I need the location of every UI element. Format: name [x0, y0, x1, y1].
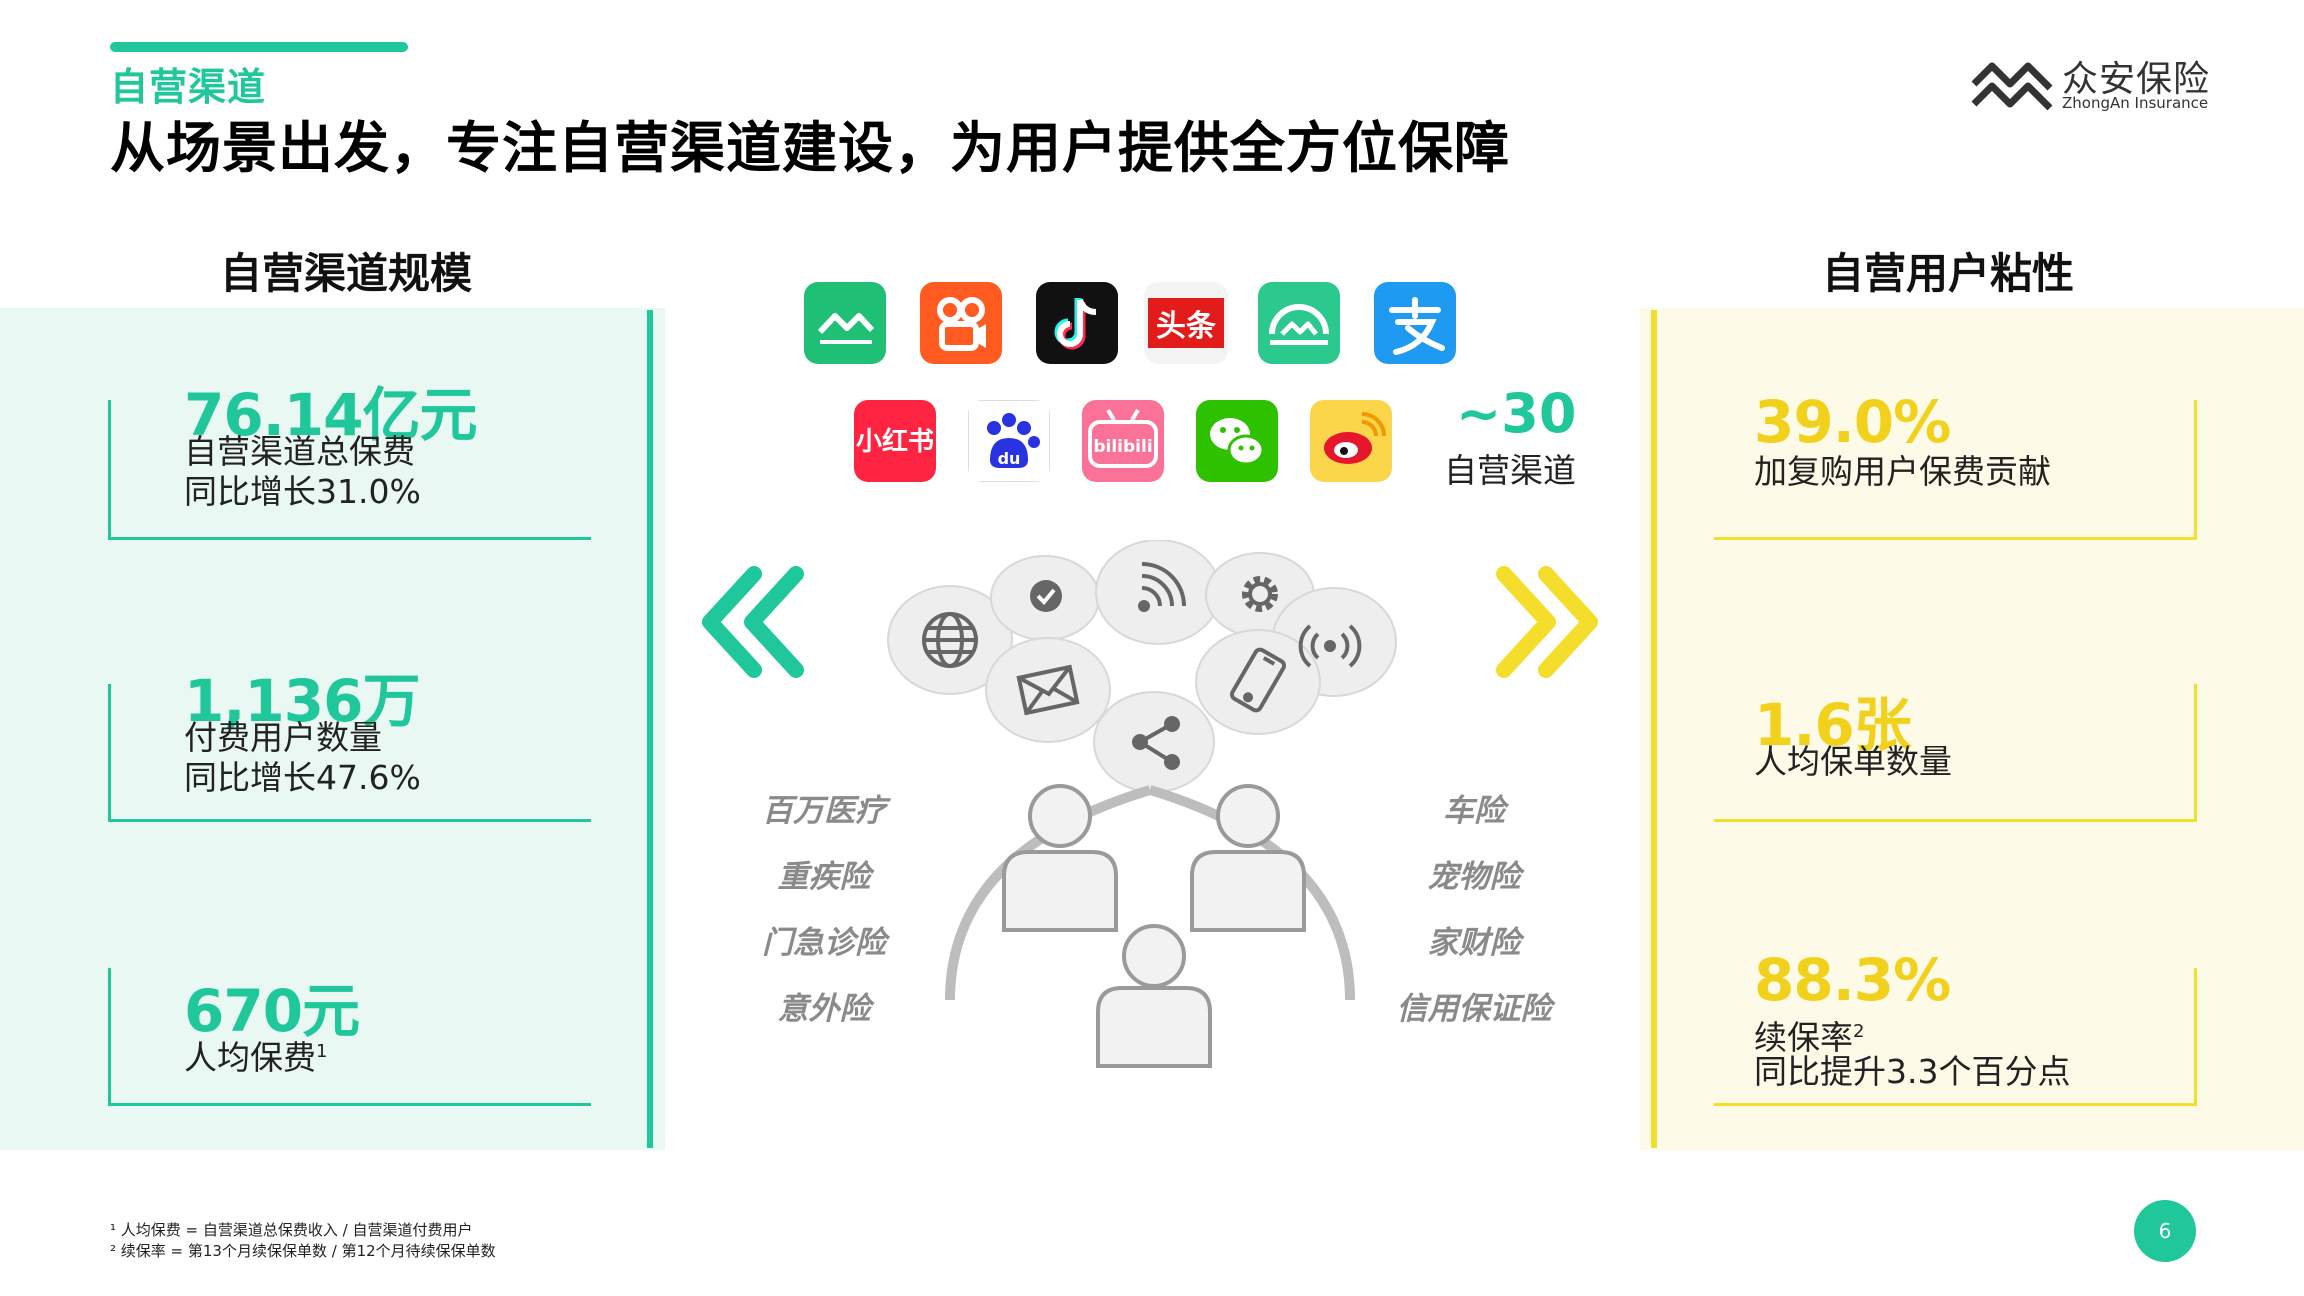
chevron-right-icon: [1496, 566, 1598, 678]
stat-renewal-rate: 88.3% 续保率2 同比提升3.3个百分点: [1714, 946, 2197, 1106]
footnotes: ¹ 人均保费 = 自营渠道总保费收入 / 自营渠道付费用户 ² 续保率 = 第1…: [110, 1220, 496, 1262]
right-column-heading: 自营用户粘性: [1822, 249, 2075, 298]
page-title: 从场景出发，专注自营渠道建设，为用户提供全方位保障: [110, 116, 1511, 180]
check-circle-icon: [1030, 580, 1062, 612]
stat-label: 人均保单数量: [1754, 742, 1952, 781]
stat-total-premium: 76.14亿元 自营渠道总保费 同比增长31.0%: [108, 381, 591, 540]
mail-icon: [1016, 664, 1080, 716]
toutiao-icon: 头条: [1144, 282, 1228, 364]
footnote-2: ² 续保率 = 第13个月续保保单数 / 第12个月待续保保单数: [110, 1242, 496, 1260]
right-panel-divider: [1651, 310, 1657, 1148]
stat-repurchase-contribution: 39.0% 加复购用户保费贡献: [1714, 388, 2197, 540]
zhongan-logo-icon: [1971, 62, 2053, 110]
globe-icon: [922, 612, 978, 668]
product-right-1: 车险: [1443, 793, 1505, 829]
channel-count-label: 自营渠道: [1444, 451, 1576, 490]
right-panel: [1640, 308, 2304, 1150]
alipay-icon: [1374, 282, 1456, 364]
product-left-3: 门急诊险: [762, 925, 886, 961]
footnote-marker: 2: [1853, 1021, 1865, 1042]
logo-text-zh: 众安保险: [2062, 59, 2211, 100]
stat-frame: [1714, 684, 2197, 822]
left-panel-divider: [647, 310, 653, 1148]
stat-value: 39.0%: [1754, 388, 1951, 456]
share-icon: [1132, 716, 1180, 770]
weibo-icon: [1310, 400, 1392, 482]
wireless-icon: [1298, 624, 1362, 668]
chevron-left-icon: [702, 566, 804, 678]
stat-value: 1,136万: [184, 667, 420, 735]
stat-sublabel: 同比增长47.6%: [184, 758, 421, 797]
product-right-3: 家财险: [1427, 925, 1521, 961]
stat-label-text: 人均保费: [184, 1038, 316, 1077]
stat-value: 1.6张: [1754, 691, 1912, 759]
product-left-4: 意外险: [777, 991, 871, 1027]
stat-paying-users: 1,136万 付费用户数量 同比增长47.6%: [108, 667, 591, 822]
gear-icon: [1242, 576, 1278, 612]
kuaishou-icon: [920, 282, 1002, 364]
stat-sublabel: 同比提升3.3个百分点: [1754, 1052, 2071, 1091]
stat-label: 自营渠道总保费: [184, 432, 415, 471]
bilibili-text: bilibili: [1093, 437, 1152, 457]
people-group-icon: [945, 784, 1355, 1068]
stat-label: 续保率2: [1754, 1012, 1864, 1058]
stat-frame: [1714, 400, 2197, 540]
logo-text-en: ZhongAn Insurance: [2062, 94, 2209, 112]
stat-avg-premium: 670元 人均保费1: [108, 968, 591, 1106]
stat-value: 76.14亿元: [184, 381, 477, 449]
company-logo: 众安保险 ZhongAn Insurance: [1970, 50, 2210, 120]
zhongan-app-icon: [804, 282, 886, 364]
douyin-icon: [1036, 282, 1118, 364]
product-right-4: 信用保证险: [1396, 991, 1552, 1027]
baidu-icon: du: [968, 400, 1050, 482]
stat-value: 88.3%: [1754, 946, 1951, 1014]
product-right-2: 宠物险: [1427, 859, 1521, 895]
social-network-illustration: [887, 540, 1397, 1068]
section-tag: 自营渠道: [110, 65, 267, 109]
stat-frame: [1714, 968, 2197, 1106]
xiaohongshu-icon: 小红书: [854, 400, 936, 482]
stat-frame: [108, 400, 591, 540]
left-column-heading: 自营渠道规模: [220, 249, 473, 298]
product-left-1: 百万医疗: [762, 793, 886, 829]
xiaohongshu-text: 小红书: [856, 426, 934, 457]
stat-frame: [108, 684, 591, 822]
stat-sublabel: 同比增长31.0%: [184, 472, 421, 511]
footnote-1: ¹ 人均保费 = 自营渠道总保费收入 / 自营渠道付费用户: [110, 1221, 473, 1239]
stat-label: 加复购用户保费贡献: [1754, 452, 2051, 491]
stat-label: 人均保费1: [184, 1032, 327, 1078]
stat-frame: [108, 968, 591, 1106]
bilibili-icon: bilibili: [1082, 400, 1164, 482]
baidu-text: du: [998, 449, 1021, 468]
title-accent-bar: [110, 42, 408, 52]
smartphone-icon: [1229, 647, 1287, 713]
channel-count: ~30: [1456, 382, 1577, 445]
stat-label: 付费用户数量: [184, 718, 382, 757]
rss-icon: [1138, 562, 1186, 612]
toutiao-text: 头条: [1156, 309, 1216, 344]
footnote-marker: 1: [316, 1041, 328, 1062]
stat-policies-per-user: 1.6张 人均保单数量: [1714, 684, 2197, 822]
page-number: 6: [2134, 1200, 2196, 1262]
stat-value: 670元: [184, 977, 360, 1045]
wechat-icon: [1196, 400, 1278, 482]
stat-label-text: 续保率: [1754, 1018, 1853, 1057]
zhongan-health-icon: [1258, 282, 1340, 364]
product-left-2: 重疾险: [777, 859, 871, 895]
